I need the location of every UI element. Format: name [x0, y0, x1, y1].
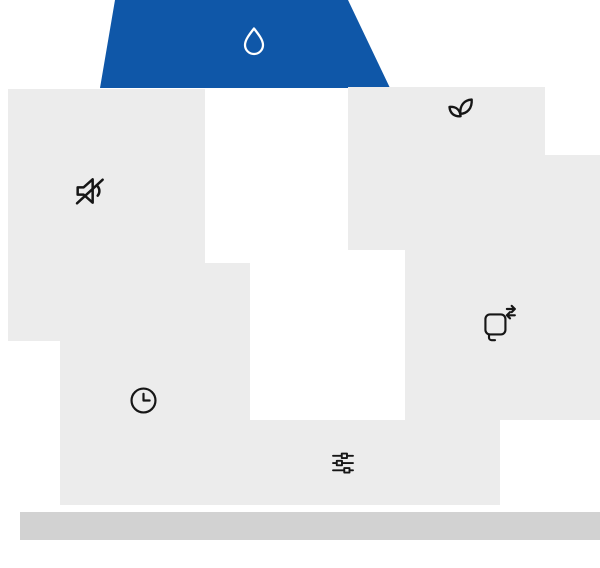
tile-settings[interactable]	[205, 420, 500, 505]
tile-water-supply[interactable]	[405, 155, 600, 420]
sliders-icon	[328, 448, 358, 478]
volume-mute-icon	[71, 171, 111, 211]
footer-divider-bar	[20, 512, 600, 540]
leaf-icon	[440, 92, 478, 130]
water-drop-icon	[236, 24, 272, 60]
clock-icon	[126, 383, 161, 418]
tap-arrows-icon	[479, 303, 519, 343]
banner-tile-water[interactable]	[100, 0, 390, 88]
